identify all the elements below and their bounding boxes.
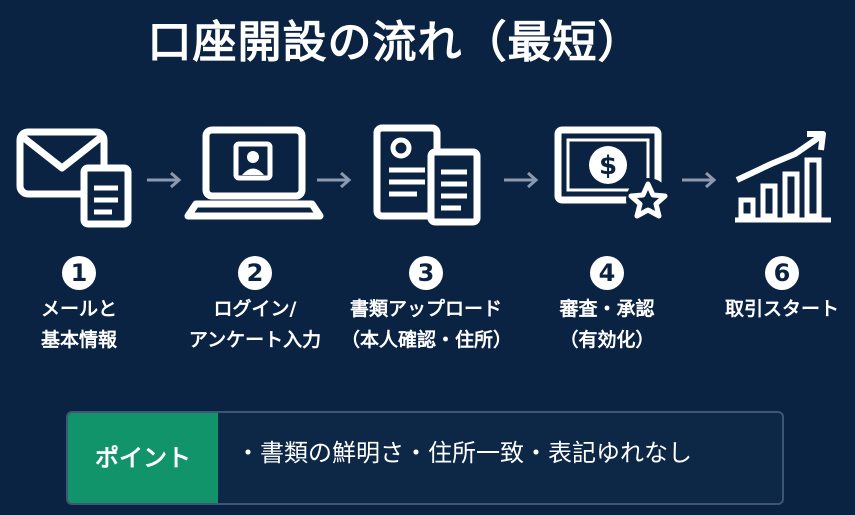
step-label: 審査・承認 （有効化） [559,298,655,351]
arrow-right-icon [504,171,539,189]
step-number: 6 [765,256,799,290]
arrow-right-icon [682,171,717,189]
point-badge: ポイント [68,413,218,503]
step-number: 2 [238,256,272,290]
step-6: 6 取引スタート [697,122,855,362]
step-4: $ 4 審査・承認 （有効化） [522,122,692,362]
money-approval-icon: $ [554,126,670,222]
step-label: ログイン/ アンケート入力 [188,298,322,351]
step-label: 書類アップロード （本人確認・住所） [341,298,513,351]
point-text: ・書類の鮮明さ・住所一致・表記ゆれなし [236,439,692,467]
step-3: 3 書類アップロード （本人確認・住所） [341,122,513,362]
page-title: 口座開設の流れ（最短） [147,17,643,68]
step-1: 1 メールと 基本情報 [0,122,164,362]
step-label: 取引スタート [724,298,839,320]
laptop-profile-icon [184,126,324,220]
arrow-right-icon [147,171,182,189]
point-box: ポイント ・書類の鮮明さ・住所一致・表記ゆれなし [66,411,784,505]
step-2: 2 ログイン/ アンケート入力 [170,122,340,362]
svg-text:$: $ [599,151,617,181]
step-label: メールと 基本情報 [40,298,117,351]
growth-chart-icon [735,131,831,223]
arrow-right-icon [317,171,352,189]
id-documents-icon [373,124,481,226]
step-number: 4 [590,256,624,290]
step-number: 1 [62,256,96,290]
mail-document-icon [16,128,132,228]
step-number: 3 [409,256,443,290]
